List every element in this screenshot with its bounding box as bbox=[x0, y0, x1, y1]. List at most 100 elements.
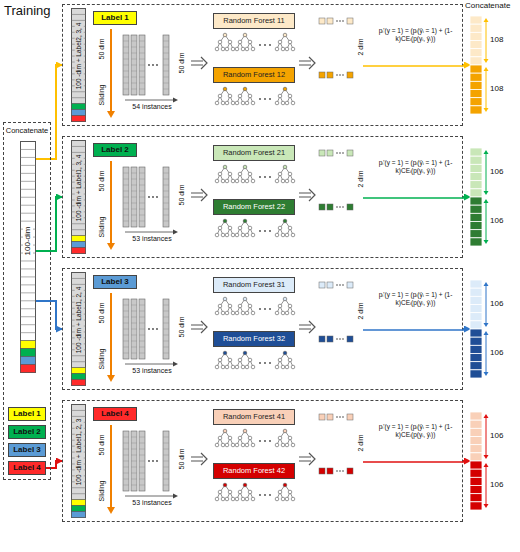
tree-node bbox=[223, 483, 227, 487]
forest-name: Random Forest 12 bbox=[223, 71, 285, 79]
tree-node bbox=[241, 179, 245, 183]
instance-cell bbox=[131, 41, 137, 42]
tree-node bbox=[248, 40, 252, 44]
tree-node bbox=[225, 101, 229, 105]
connector-arrow bbox=[463, 460, 470, 462]
output-cell bbox=[470, 197, 482, 205]
output-cell bbox=[470, 24, 482, 32]
output-line bbox=[363, 65, 464, 67]
instance-cell bbox=[163, 305, 169, 306]
instance-cell bbox=[131, 341, 137, 342]
tree-node bbox=[221, 311, 225, 315]
tree-node bbox=[251, 365, 255, 369]
output-square bbox=[319, 204, 325, 210]
figure-title: Training bbox=[4, 3, 50, 18]
label-name: Label 1 bbox=[101, 14, 129, 22]
tree-node bbox=[235, 233, 239, 237]
tree-node bbox=[288, 436, 292, 440]
dimension-number: 106 bbox=[490, 300, 503, 308]
instances-arrow bbox=[125, 496, 173, 497]
tree-node bbox=[285, 497, 289, 501]
tree-node bbox=[221, 101, 225, 105]
instance-cell bbox=[123, 449, 129, 450]
instance-cell bbox=[163, 77, 169, 78]
tree-node bbox=[231, 497, 235, 501]
tree-node bbox=[251, 311, 255, 315]
label-box: Label 4 bbox=[93, 407, 137, 421]
instance-cell bbox=[139, 185, 145, 186]
ellipsis-dot bbox=[152, 64, 154, 66]
instance-cell bbox=[163, 473, 169, 474]
tree-node bbox=[278, 226, 282, 230]
tree-node bbox=[231, 47, 235, 51]
instance-cell bbox=[131, 179, 137, 180]
ellipsis-dot bbox=[336, 20, 338, 22]
tree-node bbox=[238, 226, 242, 230]
tree-node bbox=[278, 436, 282, 440]
tree-node bbox=[288, 358, 292, 362]
output-cell bbox=[470, 205, 482, 213]
forest-name: Random Forest 42 bbox=[223, 467, 285, 475]
tree-node bbox=[218, 40, 222, 44]
tree-node bbox=[275, 365, 279, 369]
label-box: Label 4 bbox=[8, 461, 46, 475]
instance-cell bbox=[131, 317, 137, 318]
output-cell bbox=[470, 412, 482, 420]
dimension-label: Sliding bbox=[98, 216, 105, 237]
output-cell bbox=[470, 288, 482, 296]
dimension-number: 106 bbox=[490, 349, 503, 357]
instance-column bbox=[163, 167, 169, 227]
tree-node bbox=[248, 358, 252, 362]
tree-node bbox=[251, 47, 255, 51]
vector-cell bbox=[21, 276, 36, 277]
tree-node bbox=[215, 47, 219, 51]
tree-node bbox=[291, 365, 295, 369]
tree-node bbox=[215, 443, 219, 447]
tree-node bbox=[283, 429, 287, 433]
tree-node bbox=[235, 365, 239, 369]
dimension-arrow-head bbox=[484, 504, 489, 508]
dimension-label: 50 dim bbox=[98, 170, 105, 191]
dimension-arrow-head bbox=[484, 191, 489, 195]
instance-cell bbox=[131, 449, 137, 450]
instances-arrow bbox=[125, 100, 173, 101]
instances-arrow bbox=[125, 364, 173, 365]
training-panel: 50 dimSliding50 dim53 instances2 dimpᵢ'(… bbox=[62, 136, 463, 258]
instance-cell bbox=[123, 215, 129, 216]
label-cell bbox=[21, 349, 36, 357]
output-square bbox=[319, 282, 325, 288]
output-vector: 108108 bbox=[470, 16, 482, 114]
tree-node bbox=[278, 40, 282, 44]
output-square bbox=[327, 204, 333, 210]
label-box: Label 3 bbox=[8, 443, 46, 457]
label-cell bbox=[72, 374, 86, 380]
instance-cell bbox=[163, 485, 169, 486]
tree-node bbox=[243, 165, 247, 169]
double-arrow bbox=[299, 453, 315, 465]
ellipsis-dot bbox=[269, 308, 271, 310]
dimension-label: 50 dim bbox=[98, 38, 105, 59]
tree-node bbox=[228, 436, 232, 440]
feature-vector: 100 -dim + Label1, 3, 4 bbox=[71, 140, 86, 254]
instance-cell bbox=[123, 353, 129, 354]
output-square bbox=[327, 72, 333, 78]
dimension-label: 50 dim bbox=[178, 316, 185, 337]
connector-arrow bbox=[463, 64, 470, 66]
forest-name: Random Forest 11 bbox=[223, 17, 285, 25]
tree-node bbox=[245, 179, 249, 183]
instance-column bbox=[123, 299, 129, 359]
formula: pᵢ'(y = 1) = (pᵢ(ŷᵢ = 1) + (1-k)CEᵢ(p(yᵢ… bbox=[367, 291, 464, 307]
dimension-arrow-head bbox=[484, 18, 489, 22]
instance-cell bbox=[163, 455, 169, 456]
instance-cell bbox=[131, 461, 137, 462]
tree-node bbox=[221, 365, 225, 369]
output-vector: 106106 bbox=[470, 148, 482, 246]
output-vector: 106106 bbox=[470, 280, 482, 378]
tree-node bbox=[235, 47, 239, 51]
tree-node bbox=[275, 179, 279, 183]
ellipsis-dot bbox=[339, 152, 341, 154]
instance-cell bbox=[139, 323, 145, 324]
output-cell bbox=[470, 461, 482, 469]
output-square bbox=[319, 150, 325, 156]
ellipsis-dot bbox=[336, 152, 338, 154]
